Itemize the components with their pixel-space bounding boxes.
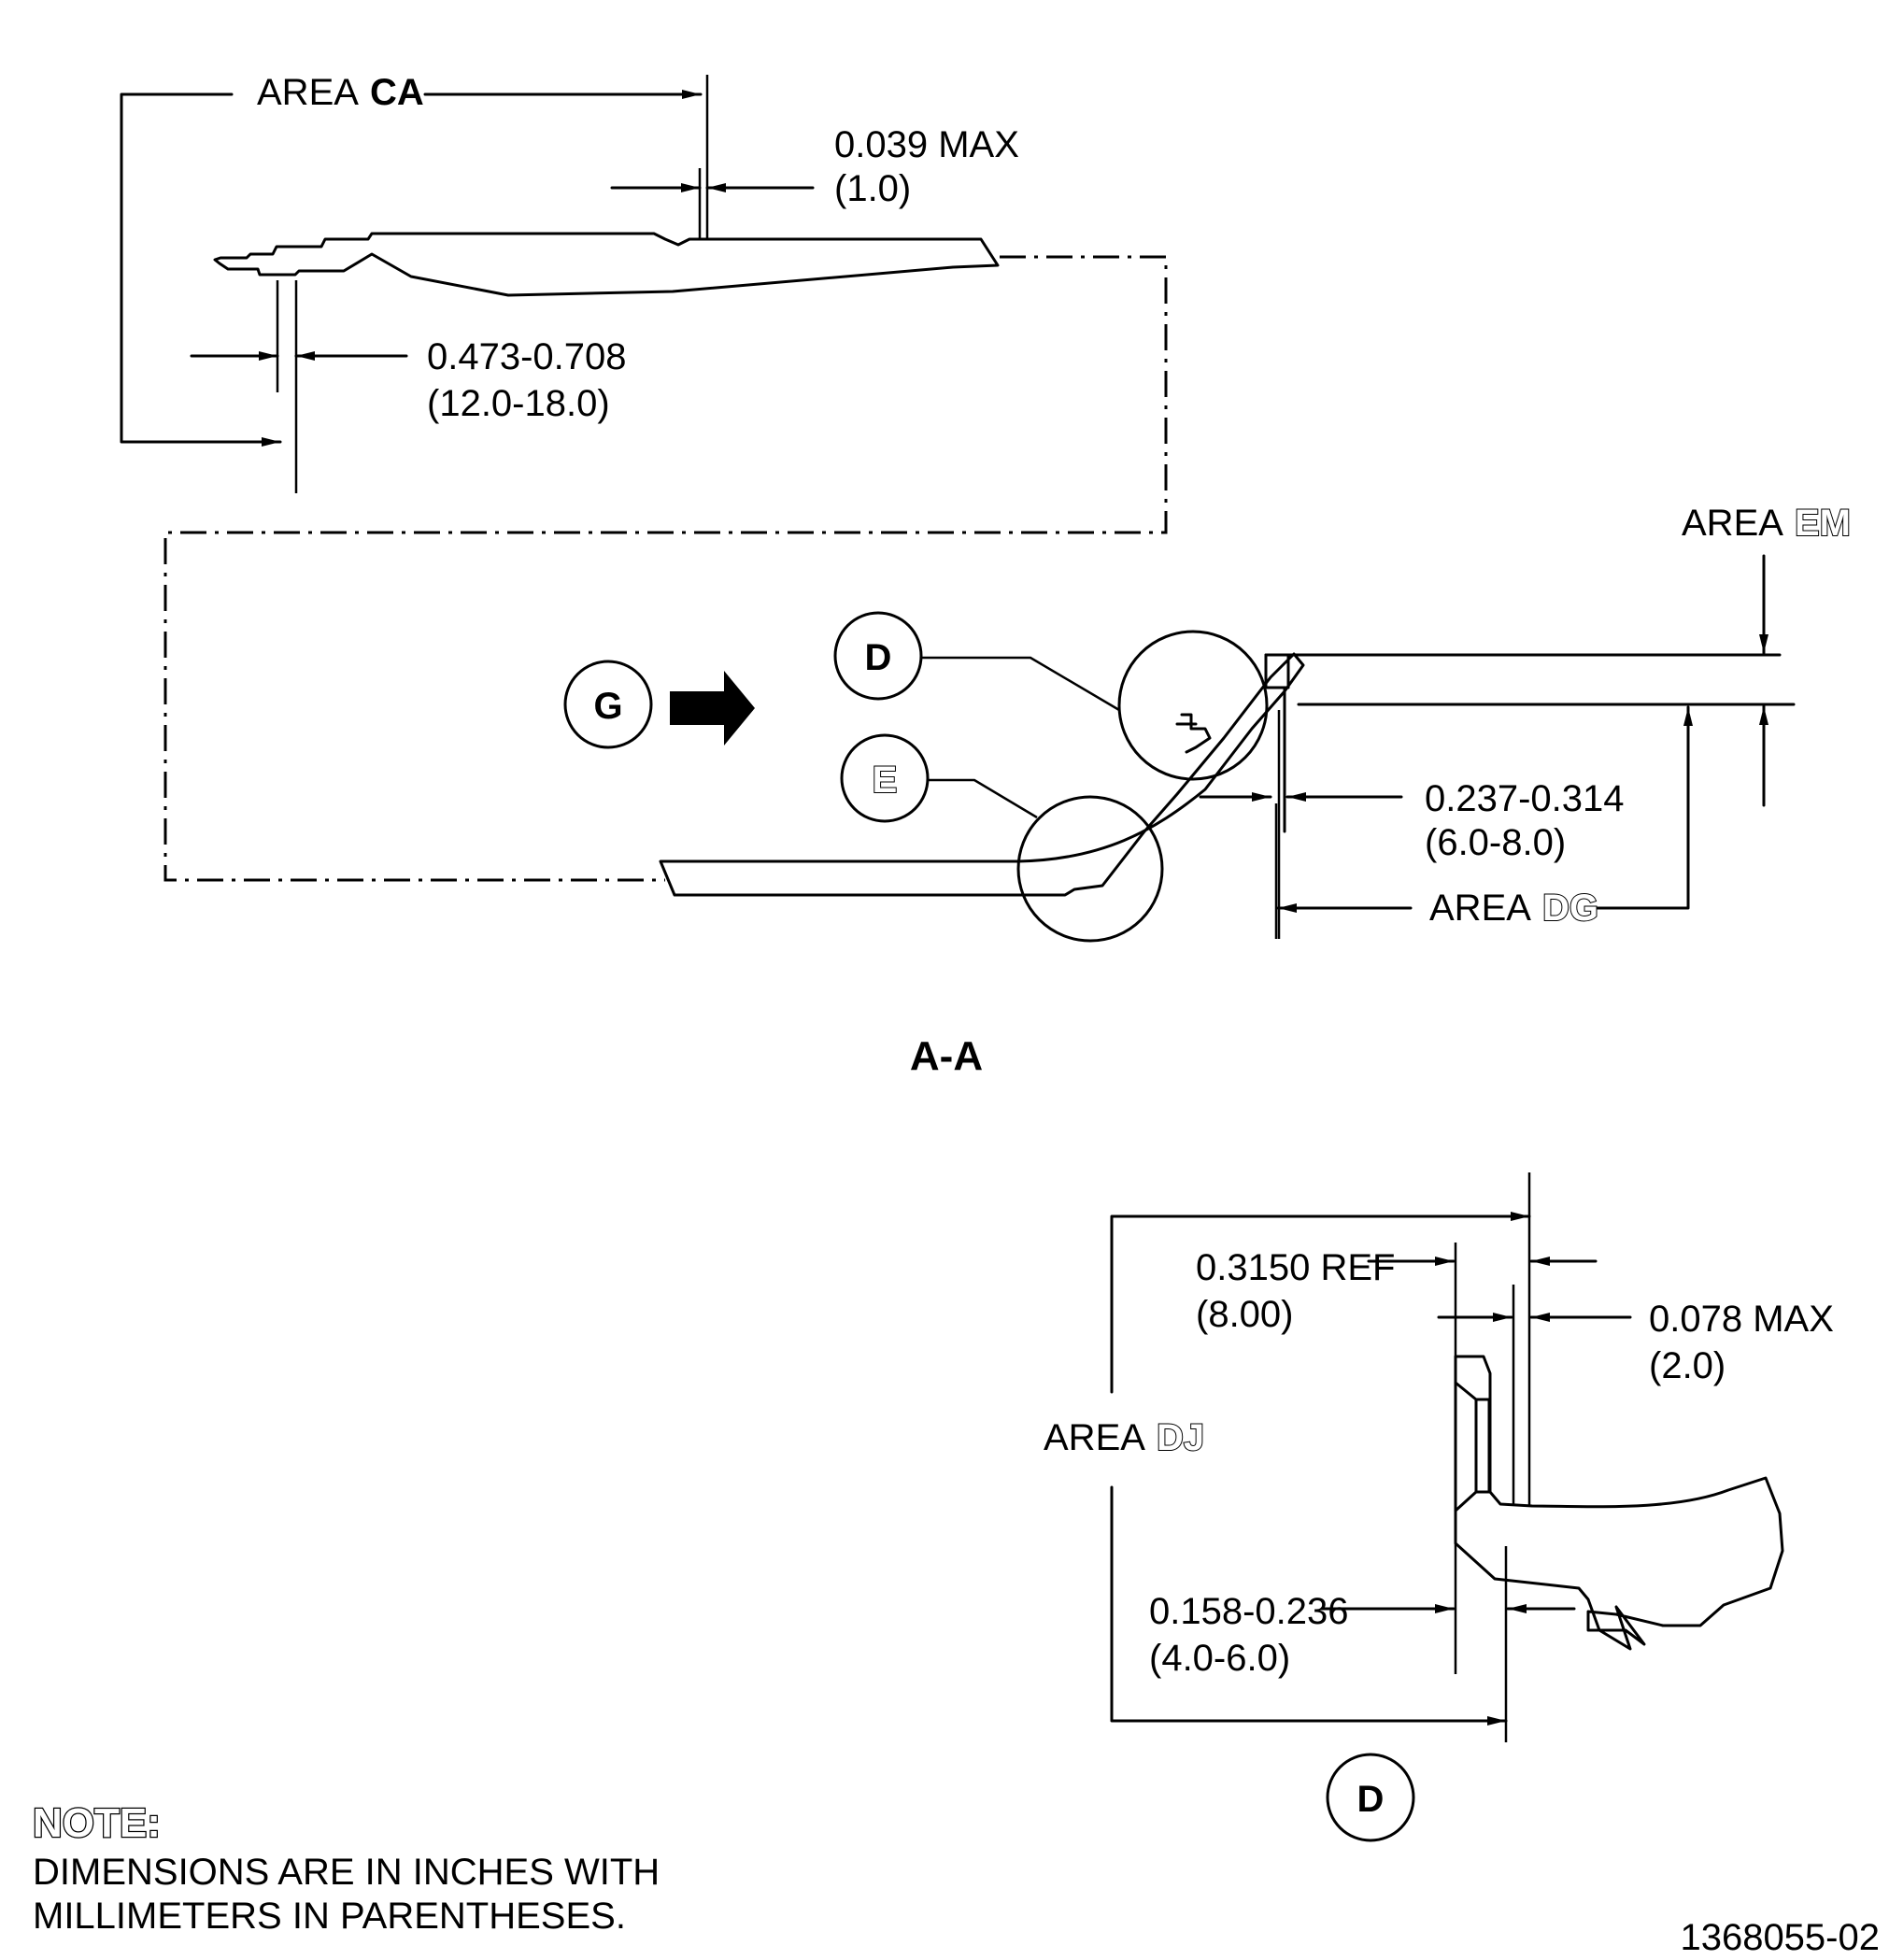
view-direction-arrow-icon [670, 671, 755, 746]
callout-g-letter: G [593, 686, 622, 727]
top-part-profile [213, 232, 1000, 297]
phantom-outline-upper [163, 255, 1168, 882]
callout-d-letter: D [865, 637, 892, 678]
note-heading: NOTE: [33, 1800, 161, 1846]
area-em-label: AREA EM [1682, 503, 1851, 544]
detail-inner-slot [1474, 1398, 1491, 1494]
dim-0078-mm: (2.0) [1649, 1345, 1726, 1386]
area-dj-label: AREA DJ [1044, 1417, 1204, 1458]
detail-part-profile [1454, 1355, 1784, 1651]
detail-circle-e [1016, 795, 1164, 943]
dim-0237-value: 0.237-0.314 [1425, 778, 1625, 819]
callout-e-letter: E [873, 760, 898, 801]
dim-0473-value: 0.473-0.708 [427, 336, 627, 377]
callout-d-leader [921, 656, 1120, 712]
section-a-a: G D E AREA EM 0.237-0.314 (6.0-8.0) AREA… [163, 255, 1852, 1079]
section-view-label: A-A [910, 1033, 983, 1079]
callout-e-bubble [840, 733, 930, 823]
drawing-number: 1368055-02 [1680, 1917, 1880, 1958]
dim-0039-mm: (1.0) [834, 168, 911, 209]
dim-03150-mm: (8.00) [1196, 1294, 1294, 1335]
detail-d-label-bubble [1326, 1753, 1415, 1842]
area-ca-bracket [120, 92, 282, 447]
note-line-2: MILLIMETERS IN PARENTHESES. [33, 1896, 626, 1937]
dim-0237-mm: (6.0-8.0) [1425, 822, 1566, 863]
detail-inner-bevel [1454, 1381, 1478, 1513]
detail-d-label-letter: D [1357, 1779, 1385, 1820]
detail-d: AREA DJ 0.3150 REF (8.00) 0.078 MAX (2.0… [1044, 1172, 1834, 1842]
area-dg-label: AREA DG [1429, 888, 1598, 929]
dim-0158-mm: (4.0-6.0) [1149, 1638, 1290, 1679]
callout-d-bubble [833, 611, 923, 701]
area-dj-bracket-top [1110, 1212, 1531, 1394]
callout-e-leader [928, 778, 1038, 819]
dim-0039-value: 0.039 MAX [834, 124, 1019, 165]
area-ca-label: AREA CA [257, 72, 424, 113]
area-dj-bracket-bottom [1110, 1485, 1508, 1726]
top-detail: AREA CA 0.039 MAX (1.0) 0.473-0.708 (12.… [120, 72, 1019, 493]
dim-0078-value: 0.078 MAX [1649, 1299, 1834, 1340]
dim-arrow-dg-right [1586, 705, 1693, 910]
section-small-feature [1175, 713, 1212, 754]
callout-g-bubble [563, 660, 653, 749]
section-plate-profile [659, 652, 1305, 897]
dim-0158-value: 0.158-0.236 [1149, 1591, 1349, 1632]
dim-0473-mm: (12.0-18.0) [427, 383, 610, 424]
detail-circle-d [1117, 630, 1269, 781]
note-block: NOTE: DIMENSIONS ARE IN INCHES WITH MILL… [32, 1799, 660, 1937]
note-line-1: DIMENSIONS ARE IN INCHES WITH [33, 1852, 660, 1893]
dim-03150-value: 0.3150 REF [1196, 1247, 1395, 1288]
